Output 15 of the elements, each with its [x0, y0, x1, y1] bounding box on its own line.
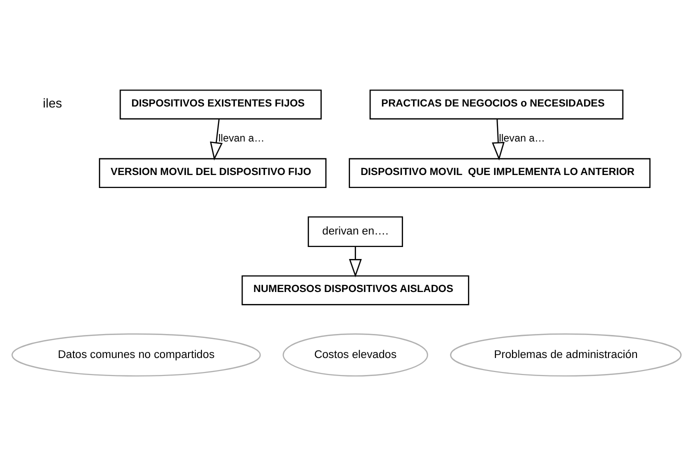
- node-box: VERSION MOVIL DEL DISPOSITIVO FIJO: [98, 158, 326, 188]
- label: iles: [42, 95, 62, 110]
- node-box: PRACTICAS DE NEGOCIOS o NECESIDADES: [370, 89, 624, 119]
- node-box: DISPOSITIVOS EXISTENTES FIJOS: [120, 89, 322, 119]
- node-box: derivan en….: [308, 216, 404, 247]
- arrow: [492, 118, 505, 160]
- node-ellipse: Problemas de administración: [450, 332, 682, 376]
- node-box: NUMEROSOS DISPOSITIVOS AISLADOS: [242, 274, 470, 305]
- arrow: [348, 246, 362, 277]
- edge-label: llevan a…: [218, 133, 264, 144]
- node-ellipse: Costos elevados: [282, 332, 428, 376]
- node-box: DISPOSITIVO MOVIL QUE IMPLEMENTA LO ANTERIOR: [348, 158, 651, 188]
- arrow: [210, 118, 223, 160]
- node-ellipse: Datos comunes no compartidos: [12, 332, 261, 376]
- edge-label: llevan a…: [498, 133, 546, 144]
